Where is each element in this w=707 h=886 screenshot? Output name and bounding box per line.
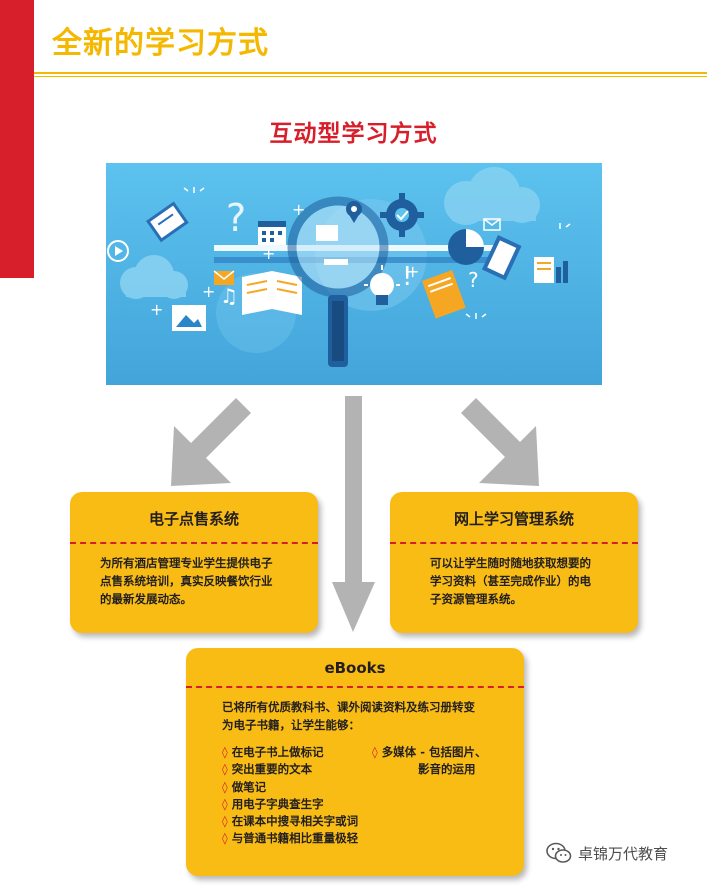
bullet-icon: ◊: [222, 814, 228, 829]
bullet-icon: ◊: [222, 745, 228, 759]
open-book-icon: [242, 271, 302, 315]
text-line: 已将所有优质教科书、课外阅读资料及练习册转变: [222, 700, 475, 714]
red-side-bar: [0, 0, 34, 278]
hero-illustration: ? ? ♫: [106, 163, 602, 385]
title-divider-thin: [34, 76, 707, 77]
orange-book-icon: [422, 270, 466, 319]
list-item: ◊多媒体 - 包括图片、: [372, 744, 486, 761]
arrow-center-down: [332, 396, 375, 632]
feature-text: 突出重要的文本: [231, 762, 313, 777]
list-item: ◊做笔记: [222, 779, 358, 796]
pos-system-description: 为所有酒店管理专业学生提供电子 点售系统培训，真实反映餐饮行业 的最新发展动态。: [100, 554, 296, 608]
document-chart-icon: [534, 257, 568, 283]
bullet-icon: ◊: [372, 745, 378, 759]
bullet-icon: ◊: [222, 762, 228, 777]
list-item-continuation: 影音的运用: [372, 761, 486, 778]
text-line: 为电子书籍，让学生能够：: [222, 718, 360, 732]
svg-text:+: +: [262, 244, 275, 263]
ebooks-box: eBooks 已将所有优质教科书、课外阅读资料及练习册转变 为电子书籍，让学生能…: [186, 648, 524, 876]
music-icon: ♫: [220, 284, 238, 308]
feature-list-right: ◊多媒体 - 包括图片、 影音的运用: [372, 744, 486, 779]
feature-text: 在电子书上做标记: [231, 745, 324, 759]
wechat-icon: [546, 842, 572, 863]
list-item: ◊用电子字典查生字: [222, 796, 358, 813]
list-item: ◊与普通书籍相比重量极轻: [222, 830, 358, 847]
bullet-icon: ◊: [222, 831, 228, 846]
dashed-divider: [390, 542, 638, 544]
pos-system-title: 电子点售系统: [148, 510, 239, 528]
lms-description: 可以让学生随时随地获取想要的 学习资料（甚至完成作业）的电 子资源管理系统。: [430, 554, 616, 608]
wechat-watermark: 卓锦万代教育: [546, 842, 668, 864]
feature-text: 在课本中搜寻相关字或词: [231, 814, 359, 829]
svg-text:?: ?: [468, 268, 479, 292]
dashed-divider: [186, 686, 524, 688]
text-line: 学习资料（甚至完成作业）的电: [430, 574, 591, 588]
list-item: ◊在课本中搜寻相关字或词: [222, 813, 358, 830]
page-title: 全新的学习方式: [52, 26, 269, 61]
cloud-icon: [120, 255, 188, 299]
text-line: 为所有酒店管理专业学生提供电子: [100, 556, 273, 570]
lms-title: 网上学习管理系统: [453, 510, 574, 528]
lms-box: 网上学习管理系统 可以让学生随时随地获取想要的 学习资料（甚至完成作业）的电 子…: [390, 492, 638, 633]
arrow-right-diagonal: [461, 398, 539, 486]
book-icon-right: [481, 234, 522, 281]
ebooks-title: eBooks: [324, 659, 386, 677]
feature-text: 多媒体 - 包括图片、: [381, 745, 487, 759]
svg-text:!: !: [402, 262, 412, 292]
feature-text: 用电子字典查生字: [231, 796, 324, 811]
learning-icons-illustration: ? ? ♫: [106, 163, 602, 385]
feature-text: 与普通书籍相比重量极轻: [231, 831, 359, 846]
magnifier-icon: [287, 196, 389, 367]
gear-icon: [380, 193, 424, 237]
list-item: ◊突出重要的文本: [222, 761, 358, 778]
section-heading: 互动型学习方式: [269, 121, 438, 147]
arrow-left-diagonal: [171, 398, 251, 486]
pie-chart-icon: [448, 229, 484, 265]
envelope-icon: [213, 270, 235, 285]
play-icon: [107, 240, 129, 262]
title-divider: [34, 72, 707, 74]
bullet-icon: ◊: [222, 796, 228, 811]
list-item: ◊在电子书上做标记: [222, 744, 358, 761]
book-icon: [146, 201, 189, 243]
svg-text:+: +: [292, 200, 305, 219]
pos-system-box: 电子点售系统 为所有酒店管理专业学生提供电子 点售系统培训，真实反映餐饮行业 的…: [70, 492, 318, 633]
feature-text: 影音的运用: [418, 762, 476, 777]
lightbulb-icon: [364, 265, 400, 305]
svg-text:+: +: [406, 262, 419, 281]
feature-text: 做笔记: [231, 779, 267, 794]
calendar-icon: [258, 221, 286, 245]
bullet-icon: ◊: [222, 779, 228, 794]
text-line: 点售系统培训，真实反映餐饮行业: [100, 574, 273, 588]
svg-text:+: +: [202, 282, 215, 301]
text-line: 子资源管理系统。: [430, 592, 522, 606]
svg-text:?: ?: [226, 196, 246, 240]
dashed-divider: [70, 542, 318, 544]
feature-list-left: ◊在电子书上做标记 ◊突出重要的文本 ◊做笔记 ◊用电子字典查生字 ◊在课本中搜…: [222, 744, 358, 848]
pin-icon: [346, 201, 362, 223]
svg-text:+: +: [150, 300, 163, 319]
watermark-text: 卓锦万代教育: [578, 844, 669, 863]
text-line: 可以让学生随时随地获取想要的: [430, 556, 591, 570]
ebooks-intro: 已将所有优质教科书、课外阅读资料及练习册转变 为电子书籍，让学生能够：: [222, 698, 506, 734]
text-line: 的最新发展动态。: [100, 592, 192, 606]
image-icon: [172, 305, 206, 331]
